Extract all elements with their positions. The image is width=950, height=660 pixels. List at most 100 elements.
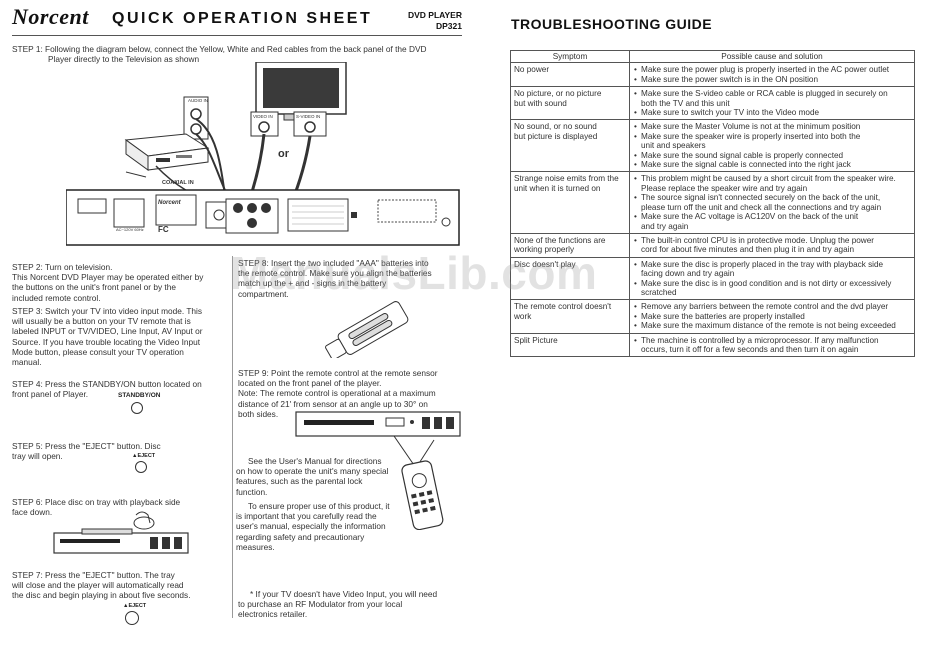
cause-text: Make sure the batteries are properly ins… [641,311,805,321]
proper-use-block: To ensure proper use of this product, it… [236,501,390,552]
cause-text: scratched [641,287,677,297]
symptom-text: No sound, or no sound [514,122,597,132]
step6-line: face down. [12,507,53,518]
brand-logo: Norcent [12,4,89,29]
manual-note-line: See the User's Manual for directions [248,456,382,466]
cause-item: Make sure the batteries are properly ins… [634,311,911,322]
symptom-text: Split Picture [514,335,558,345]
cause-text: Make sure to switch your TV into the Vid… [641,108,820,118]
table-row: The remote control doesn'tworkRemove any… [510,299,915,334]
cause-item: Make sure the AC voltage is AC120V on th… [634,212,911,231]
cause-text: Make sure the power plug is properly ins… [641,65,890,75]
symptom-text: No picture, or no picture [514,89,602,99]
cause-text: facing down and try again [641,269,735,279]
cause-text: The machine is controlled by a microproc… [641,335,879,345]
symptom-text: None of the functions are [514,235,606,245]
table-header-row: Symptom Possible cause and solution [510,49,915,64]
proper-use-line: is important that you carefully read the [236,511,377,522]
step6-line: STEP 6: Place disc on tray with playback… [12,497,181,507]
symptom-text: working properly [514,245,575,255]
symptom-text: The remote control doesn't [514,302,612,312]
step5-block: STEP 5: Press the "EJECT" button. Disc t… [12,441,161,461]
step3-line: STEP 3: Switch your TV into video input … [12,306,203,316]
cause-text: unit and speakers [641,141,706,151]
step1-text-cont: Player directly to the Television as sho… [48,54,200,64]
step3-line: Mode button, please consult your TV oper… [12,346,184,357]
watermark: ManualsLib.com [230,247,598,299]
cause-item: Make sure the power switch is in the ON … [634,75,911,85]
step2-line: included remote control. [12,292,101,303]
eject-label-step5: ▲EJECT [132,453,156,459]
cause-item: Make sure the sound signal cable is prop… [634,151,911,161]
cause-text: Make sure the maximum distance of the re… [641,321,896,331]
sheet-title: QUICK OPERATION SHEET [112,10,373,27]
step4-block: STEP 4: Press the STANDBY/ON button loca… [12,379,202,399]
cause-item: Make sure the Master Volume is not at th… [634,122,911,132]
symptom-text: work [514,311,532,321]
standby-label: STANDBY/ON [118,392,161,399]
footnote-line: to purchase an RF Modulator from your lo… [238,599,403,610]
svideo-in-label: S-VIDEO IN [296,114,320,119]
step9-line: located on the front panel of the player… [238,378,382,389]
cause-text: Please replace the speaker wire and try … [641,183,808,193]
cause-item: Make sure the disc is properly placed in… [634,259,911,279]
cause-text: Make sure the disc is properly placed in… [641,259,884,269]
symptom-text: Strange noise emits from the [514,174,619,184]
step9-line: both sides. [238,408,279,419]
step3-line: manual. [12,357,42,368]
manual-note-block: See the User's Manual for directions on … [236,456,388,497]
svideo-in-panel [293,111,327,137]
step2-line: the buttons on the unit's front panel or… [12,282,176,293]
panel-brand-label: Norcent [158,200,182,206]
column-divider [232,256,233,618]
cause-text: both the TV and this unit [641,98,730,108]
symptom-text: Disc doesn't play [514,259,576,269]
troubleshooting-title: TROUBLESHOOTING GUIDE [511,16,713,32]
cause-text: Make sure the AC voltage is AC120V on th… [641,212,859,222]
step9-line: STEP 9: Point the remote control at the … [238,368,438,378]
cause-cell: The machine is controlled by a microproc… [629,332,915,358]
cause-item: Make sure the S-video cable or RCA cable… [634,89,911,108]
proper-use-line: measures. [236,541,275,552]
receiver-icon [124,133,210,171]
audio-in-panel [183,96,209,140]
audio-in-label: AUDIO IN [188,98,208,103]
footnote-block: * If your TV doesn't have Video Input, y… [238,589,437,620]
step1-text: STEP 1: Following the diagram below, con… [12,44,427,54]
remote-sensor-illustration [295,411,461,530]
step7-line: the disc and begin playing in about five… [12,590,191,601]
step3-line: Source. If you have trouble locating the… [12,336,201,347]
cause-text: cord for about five minutes and then plu… [641,245,855,255]
step8-line: compartment. [238,288,289,299]
cause-item: Make sure the disc is in good condition … [634,279,911,298]
troubleshooting-body: No powerMake sure the power plug is prop… [510,62,915,358]
cause-text: The source signal isn't connected secure… [641,193,881,203]
step5-line: tray will open. [12,451,63,462]
step8-line: match up the + and - signs in the batter… [238,278,387,289]
step7-block: STEP 7: Press the "EJECT" button. The tr… [12,570,191,601]
table-row: Disc doesn't play Make sure the disc is p… [510,256,915,301]
proper-use-line: regarding safety and precautionary [236,531,365,542]
cause-text: The built-in control CPU is in protectiv… [641,235,874,245]
step8-block: STEP 8: Insert the two included "AAA" ba… [238,258,432,299]
or-label: or [278,148,290,160]
manual-note-line: features, such as the parental lock [236,476,363,487]
cause-text: Make sure the signal cable is connected … [641,160,851,170]
cause-item: Make sure the speaker wire is properly i… [634,132,911,151]
connection-diagram: AUDIO IN VIDEO IN S-VIDEO IN or COAXIAL … [66,62,460,246]
model-number: DP321 [436,21,462,31]
cause-header: Possible cause and solution [629,49,915,64]
symptom-cell: Split Picture [510,332,630,358]
cause-text: This problem might be caused by a short … [641,174,896,184]
step3-block: STEP 3: Switch your TV into video input … [12,306,202,367]
remote-battery-illustration [325,301,409,358]
table-row: Split Picture The machine is controlled b… [510,332,915,358]
eject-button-icon-2 [125,611,139,625]
manual-note-line: on how to operate the unit's many specia… [236,466,389,477]
footnote-line: electronics retailer. [238,609,308,620]
